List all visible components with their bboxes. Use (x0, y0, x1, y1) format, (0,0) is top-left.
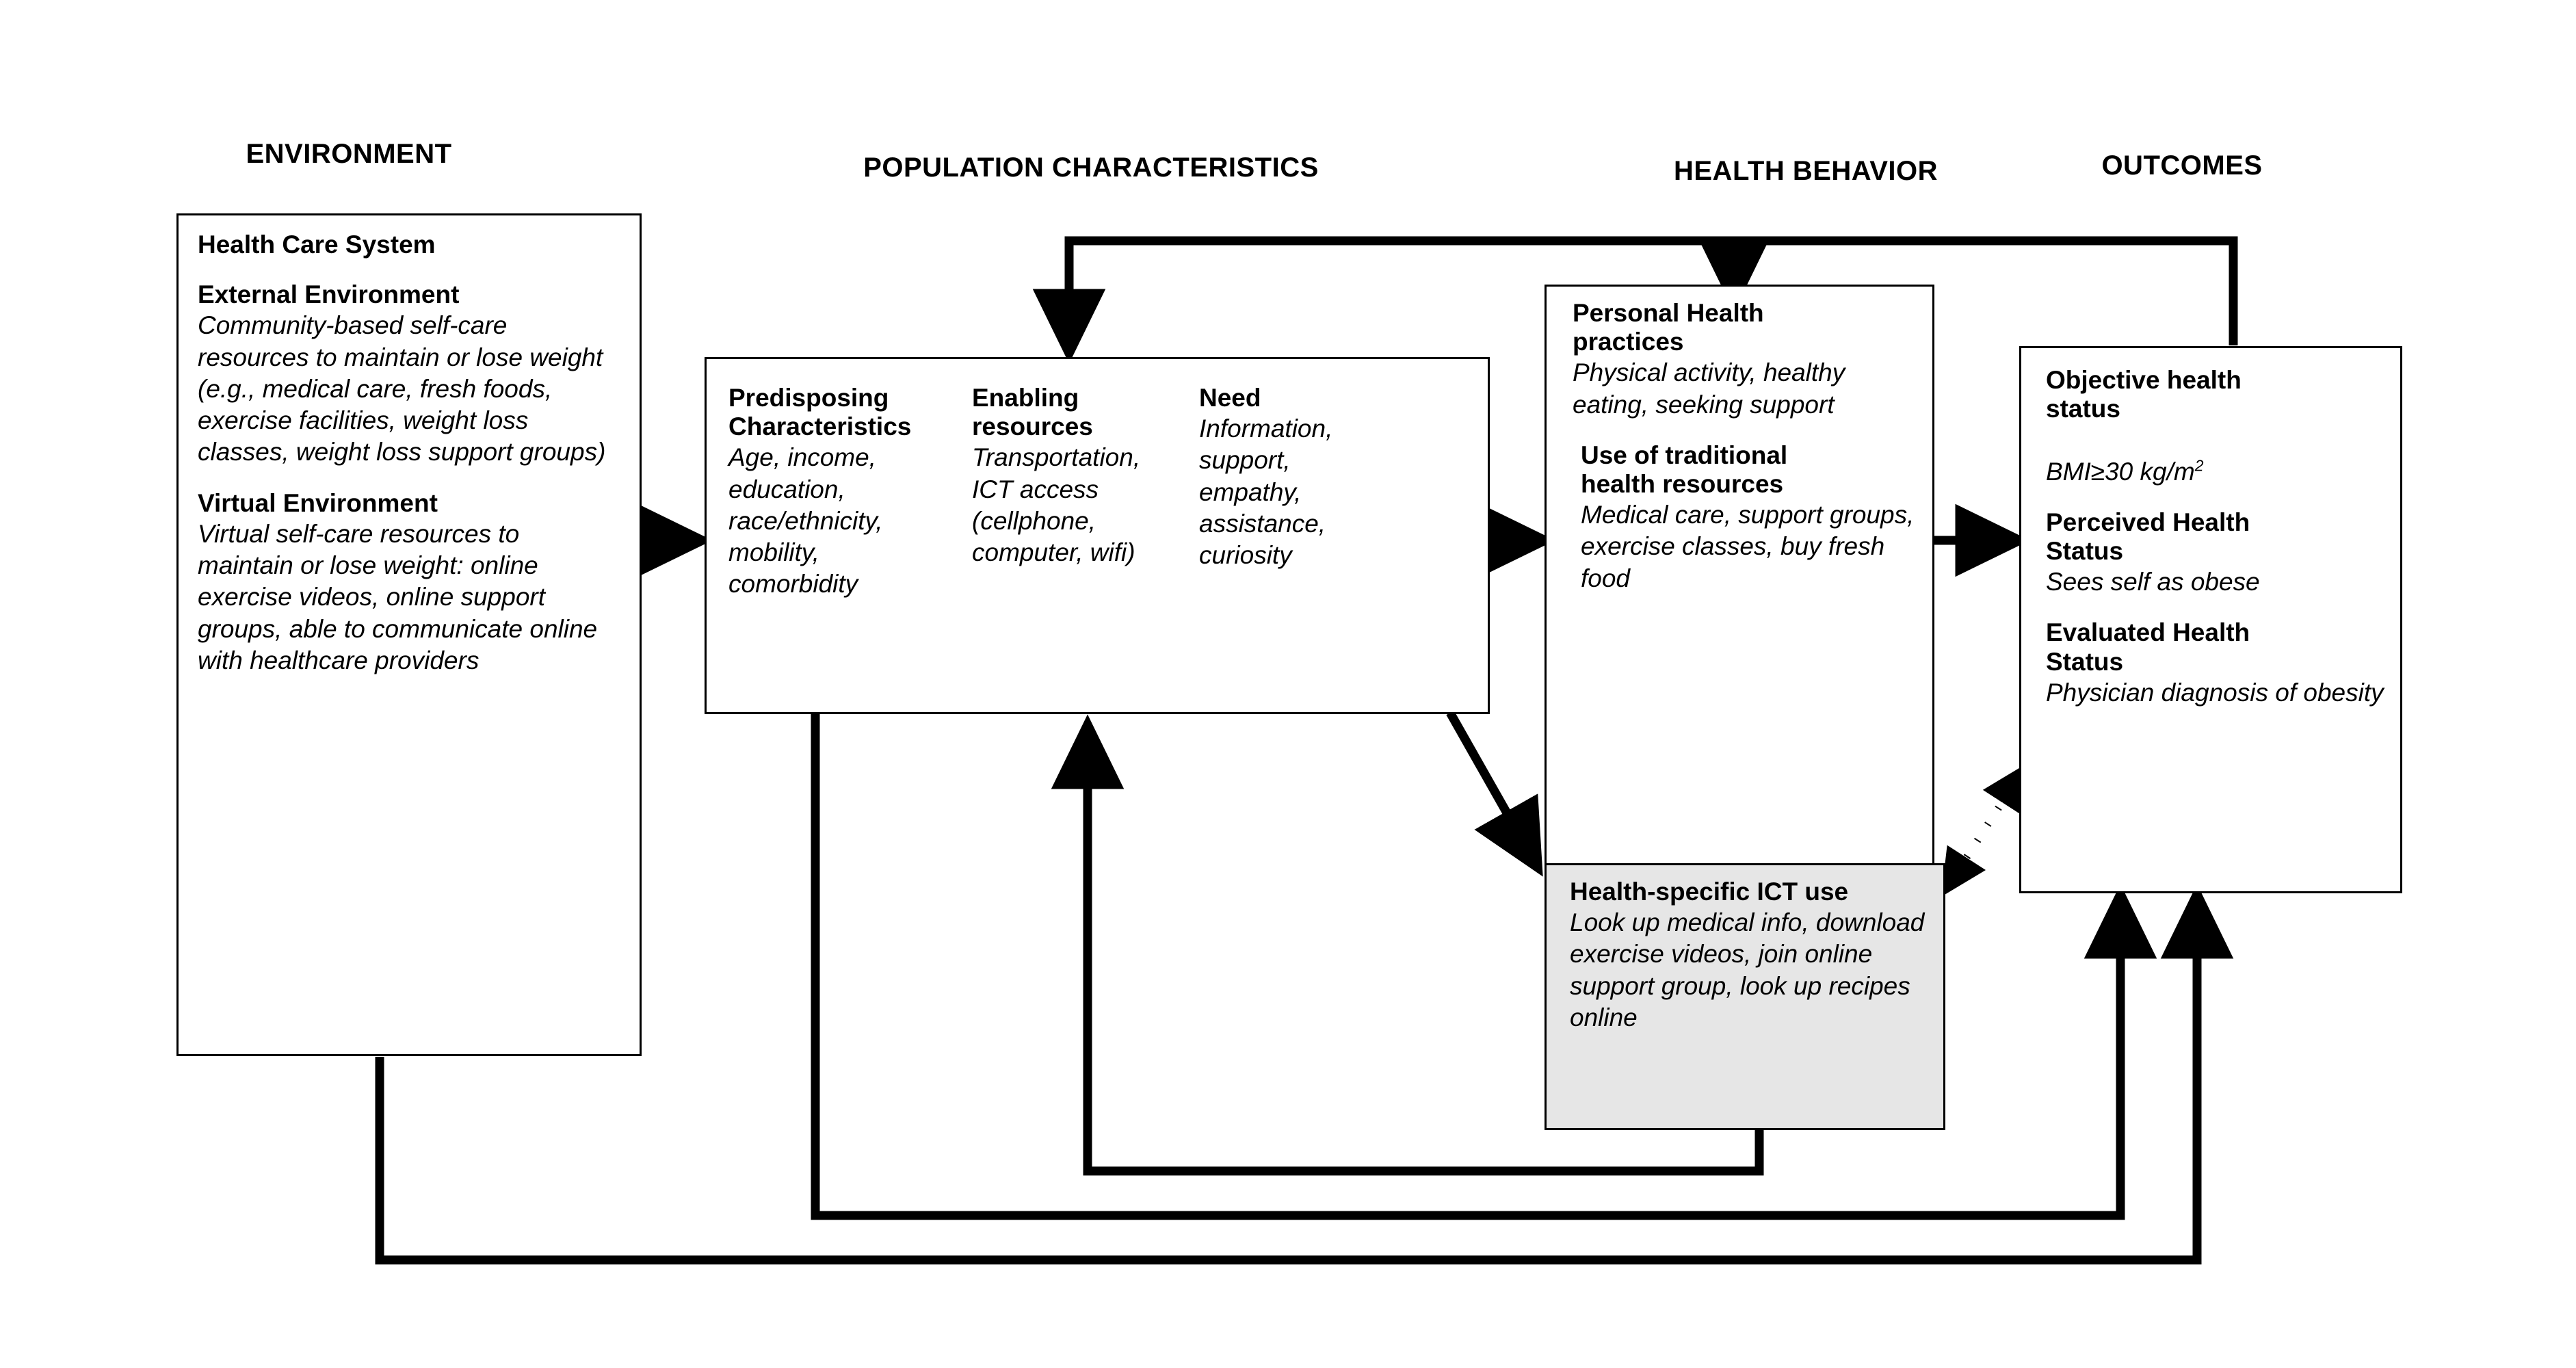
column-title-health-behavior: HEALTH BEHAVIOR (1673, 156, 1938, 186)
health-specific-ict-use-box[interactable]: Health-specific ICT use Look up medical … (1545, 863, 1945, 1130)
column-title-population-characteristics: POPULATION CHARACTERISTICS (863, 153, 1319, 183)
spacer (198, 469, 622, 489)
connector-ict-outcomes-bidirectional (1941, 763, 2027, 897)
predisposing-body: Age, income, education, race/ethnicity, … (728, 443, 883, 598)
need-column: Need Information, support, empathy, assi… (1166, 384, 1371, 601)
column-title-outcomes: OUTCOMES (2101, 150, 2263, 181)
personal-health-practices-body: Physical activity, healthy eating, seeki… (1573, 358, 1845, 419)
traditional-health-resources-heading: Use of traditional health resources (1581, 440, 1788, 499)
environment-box[interactable]: Health Care System External Environment … (176, 213, 642, 1056)
column-title-environment: ENVIRONMENT (246, 139, 452, 169)
virtual-environment-heading: Virtual Environment (198, 488, 438, 517)
evaluated-health-status-body: Physician diagnosis of obesity (2046, 678, 2384, 707)
enabling-resources-column: Enabling resources Transportation, ICT a… (941, 384, 1166, 601)
virtual-environment-body: Virtual self-care resources to maintain … (198, 519, 598, 674)
need-body: Information, support, empathy, assistanc… (1199, 415, 1333, 570)
population-characteristics-box[interactable]: Predisposing Characteristics Age, income… (705, 357, 1490, 714)
ict-use-body: Look up medical info, download exercise … (1570, 908, 1925, 1031)
spacer (1573, 421, 1921, 441)
need-heading: Need (1199, 384, 1261, 412)
predisposing-heading: Predisposing Characteristics (728, 384, 912, 441)
predisposing-column: Predisposing Characteristics Age, income… (728, 384, 941, 601)
outcomes-box[interactable]: Objective health status BMI≥30 kg/m2 Per… (2019, 346, 2402, 893)
traditional-health-resources-body: Medical care, support groups, exercise c… (1581, 501, 1915, 592)
objective-health-status-heading: Objective health status (2046, 366, 2242, 423)
external-environment-heading: External Environment (198, 280, 460, 309)
spacer (2046, 488, 2389, 508)
perceived-health-status-body: Sees self as obese (2046, 568, 2260, 596)
enabling-resources-body: Transportation, ICT access (cellphone, c… (972, 443, 1141, 567)
spacer (2046, 598, 2389, 618)
spacer (198, 260, 622, 280)
personal-health-practices-heading: Personal Health practices (1573, 299, 1764, 356)
population-columns: Predisposing Characteristics Age, income… (728, 384, 1471, 601)
evaluated-health-status-heading: Evaluated Health Status (2046, 618, 2250, 676)
environment-health-care-system-heading: Health Care System (198, 231, 436, 259)
connector-population-to-ict (1446, 710, 1543, 877)
objective-health-status-body: BMI≥30 kg/m2 (2046, 424, 2389, 488)
ict-use-heading: Health-specific ICT use (1570, 878, 1849, 906)
objective-health-status-value: BMI≥30 kg/m (2046, 457, 2195, 486)
enabling-resources-heading: Enabling resources (972, 384, 1093, 441)
objective-health-status-exponent: 2 (2194, 456, 2204, 475)
perceived-health-status-heading: Perceived Health Status (2046, 508, 2250, 566)
external-environment-body: Community-based self-care resources to m… (198, 311, 606, 466)
health-behavior-box[interactable]: Personal Health practices Physical activ… (1545, 285, 1934, 900)
